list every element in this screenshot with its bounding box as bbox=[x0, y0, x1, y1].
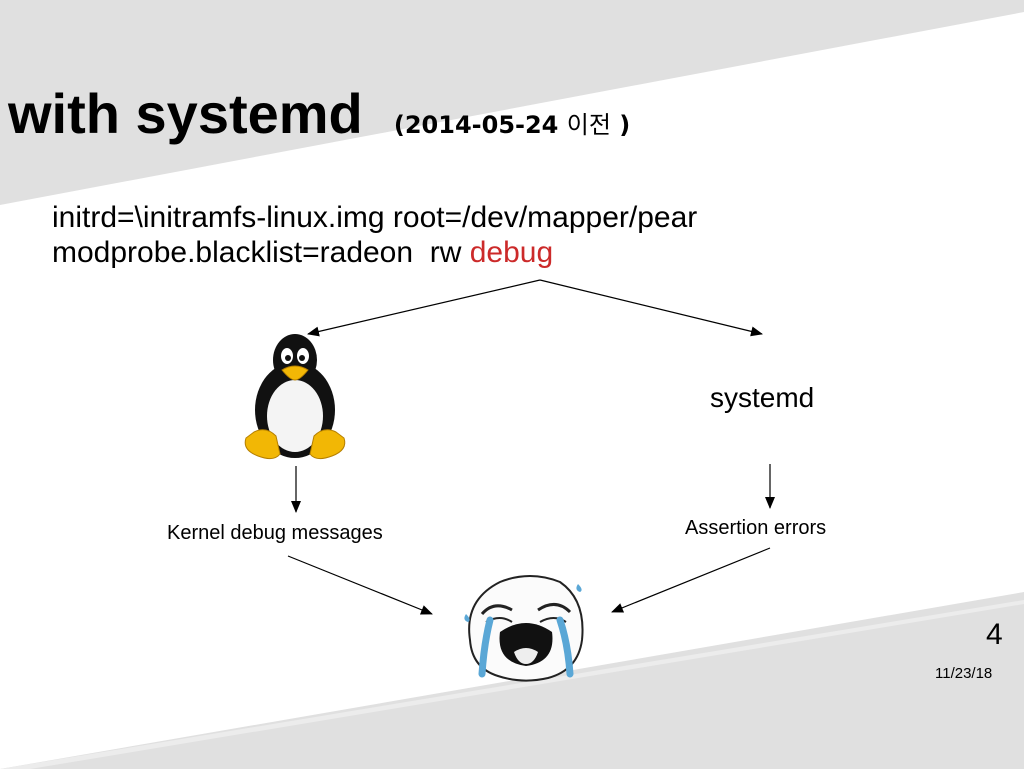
systemd-label: systemd bbox=[710, 382, 815, 413]
title-subtitle: (2014-05-24 이전 ) bbox=[394, 111, 630, 139]
tux-penguin-icon bbox=[244, 334, 346, 460]
kernel-cmdline: initrd=\initramfs-linux.img root=/dev/ma… bbox=[52, 200, 697, 270]
debug-flag: debug bbox=[469, 236, 554, 269]
arrow-kernel-to-face bbox=[287, 555, 433, 615]
title-main: with systemd bbox=[8, 82, 363, 145]
slide-title: with systemd (2014-05-24 이전 ) bbox=[8, 82, 630, 146]
arrow-to-systemd bbox=[539, 279, 763, 337]
cmdline-line-2: modprobe.blacklist=radeon rw debug bbox=[52, 235, 697, 270]
cmdline-line-1: initrd=\initramfs-linux.img root=/dev/ma… bbox=[52, 201, 698, 234]
cmdline-line-2-text: modprobe.blacklist=radeon rw bbox=[52, 236, 470, 269]
arrow-assert-to-face bbox=[611, 547, 771, 613]
title-sub-suffix: ) bbox=[610, 111, 631, 139]
title-sub-prefix: (2014-05-24 bbox=[393, 111, 567, 139]
kernel-debug-messages-label: Kernel debug messages bbox=[167, 522, 383, 544]
slide-date: 11/23/18 bbox=[935, 665, 993, 682]
arrow-to-kernel bbox=[307, 279, 541, 337]
title-sub-korean: 이전 bbox=[566, 111, 611, 139]
crying-face-icon bbox=[464, 575, 584, 682]
assertion-errors-label: Assertion errors bbox=[685, 517, 827, 539]
page-number: 4 bbox=[986, 618, 1003, 651]
